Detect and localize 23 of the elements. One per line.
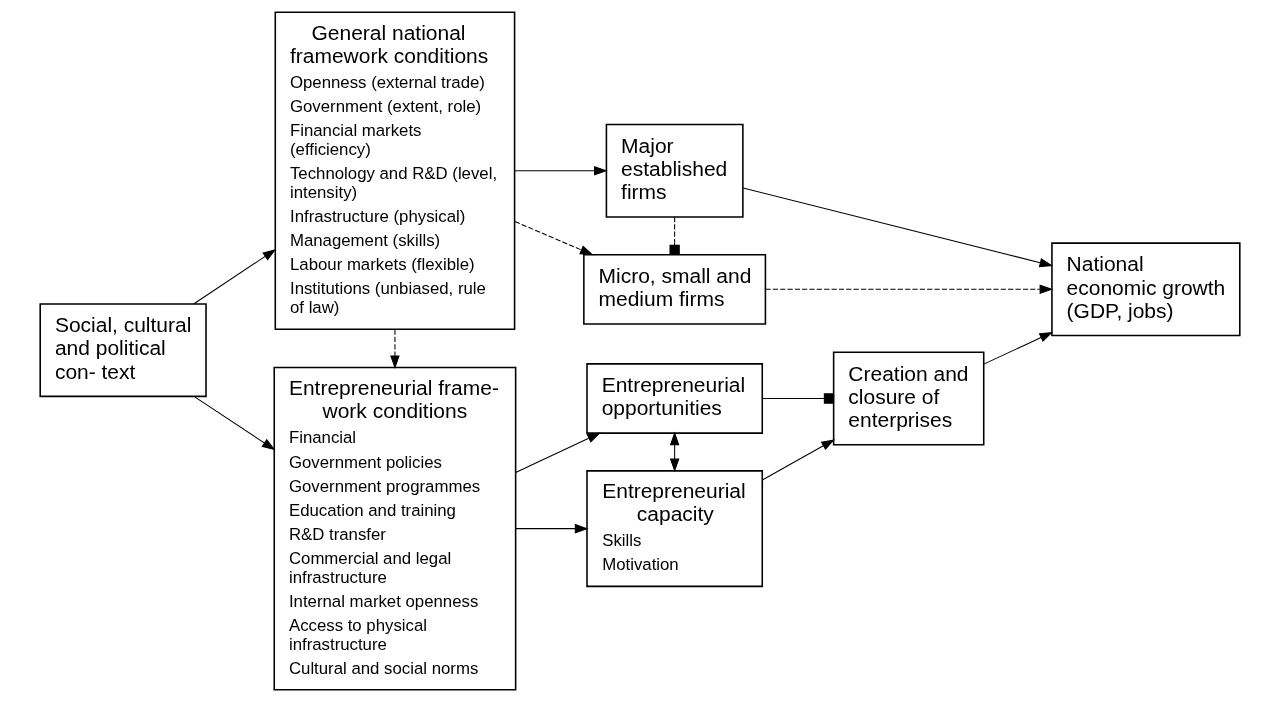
node-box: Creation and closure of enterprises xyxy=(832,351,984,446)
arrow xyxy=(513,165,608,176)
node-box: Social, cultural and political con- text xyxy=(38,303,207,398)
connector xyxy=(669,216,680,256)
arrow xyxy=(764,284,1053,295)
arrow xyxy=(761,439,835,481)
arrow xyxy=(389,328,400,370)
node-box: Micro, small and medium firms xyxy=(582,253,766,325)
connector xyxy=(761,393,834,404)
arrow xyxy=(742,187,1053,268)
arrow xyxy=(192,249,276,305)
arrow xyxy=(513,221,594,256)
node-box: Entrepreneurial capacity Skills Motivation xyxy=(585,470,763,588)
node-box: Entrepreneurial frame- work conditions Financial Government policies Government programmes Education and training R&D transfer Commercial and legal infrastructure Internal market openness Access to physical infrastructure Cultural and social norms xyxy=(272,366,516,691)
node-box: National economic growth (GDP, jobs) xyxy=(1050,242,1241,337)
arrow xyxy=(514,432,601,473)
node-box: Major established firms xyxy=(605,123,744,218)
node-box: Entrepreneurial opportunities xyxy=(585,363,763,434)
arrow xyxy=(669,431,679,473)
arrow xyxy=(192,395,275,451)
node-box: General national framework conditions Openness (external trade) Government (extent, role) Financial markets (efficiency) Technology and R&D (level, intensity) Infrastructure (physical) Management (skills) Labour markets (flexible) Institutions (unbiased, rule of law) xyxy=(274,11,515,330)
arrow xyxy=(982,331,1053,365)
arrow xyxy=(514,523,588,534)
